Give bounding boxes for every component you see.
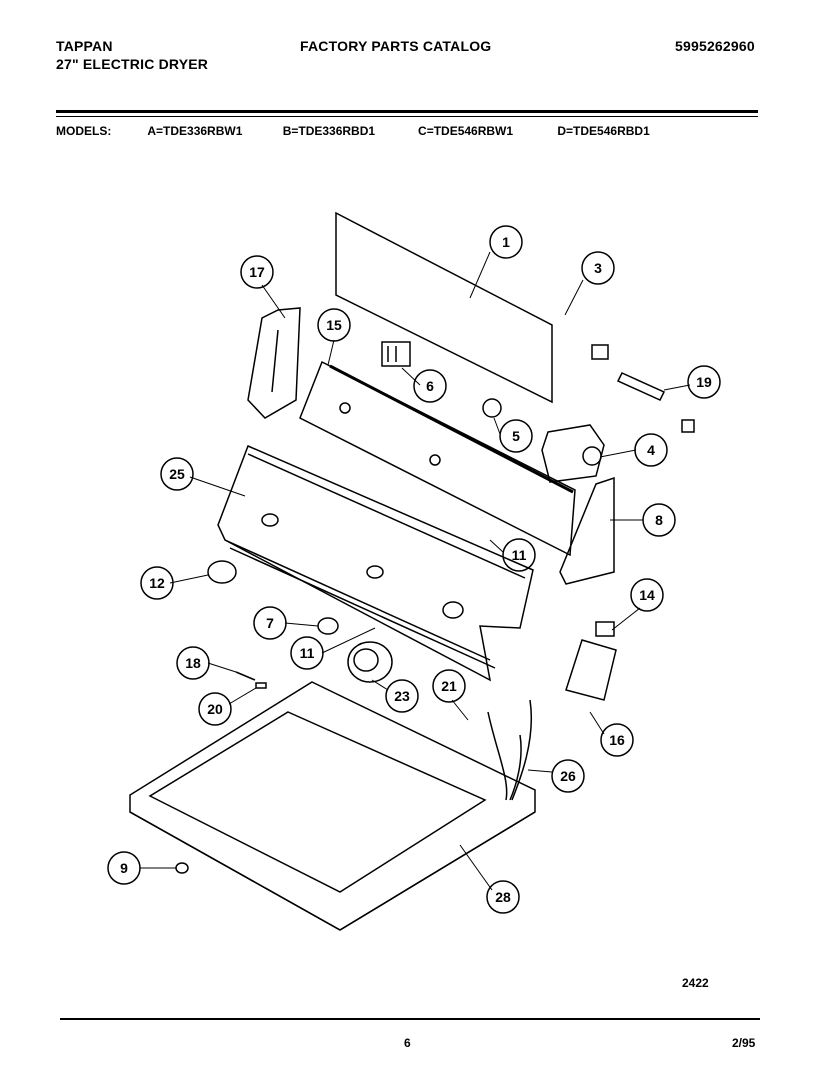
timer-part (541, 424, 605, 483)
callout-20: 20 (207, 701, 223, 717)
control-panel-part (299, 360, 576, 557)
harness-part (487, 711, 508, 801)
leader-lines (140, 251, 691, 891)
model-d: D=TDE546RBD1 (557, 124, 650, 138)
callout-23: 23 (394, 688, 410, 704)
switch-part (381, 341, 411, 367)
header-rule-thin (56, 116, 758, 117)
revision-date: 2/95 (732, 1036, 756, 1050)
product-name: 27" ELECTRIC DRYER (56, 56, 209, 72)
model-c: C=TDE546RBW1 (418, 124, 514, 138)
console-front-part (217, 444, 534, 682)
bracket-part (247, 307, 301, 419)
callout-7: 7 (266, 615, 274, 631)
page-number: 6 (404, 1036, 411, 1050)
knob-part-7 (317, 617, 339, 635)
rod-part (616, 372, 666, 401)
callout-17: 17 (249, 264, 265, 280)
callout-18: 18 (185, 655, 201, 671)
exploded-parts-diagram: 1 3 17 15 6 19 5 4 25 8 11 12 7 11 14 18… (107, 211, 721, 931)
footer-rule (60, 1018, 760, 1020)
rear-panel-part (335, 211, 553, 404)
screw-part-18 (235, 671, 256, 681)
callout-14: 14 (639, 587, 655, 603)
callout-3: 3 (594, 260, 602, 276)
catalog-number: 5995262960 (675, 38, 755, 54)
callout-19: 19 (696, 374, 712, 390)
model-a: A=TDE336RBW1 (147, 124, 243, 138)
top-cover-opening (148, 711, 487, 893)
callout-11-lower: 11 (300, 645, 315, 661)
small-switch-part (482, 398, 502, 418)
models-line: MODELS: A=TDE336RBW1 B=TDE336RBD1 C=TDE5… (56, 124, 650, 138)
model-b: B=TDE336RBD1 (282, 124, 376, 138)
header-rule-thick (56, 110, 758, 113)
figure-number: 2422 (682, 976, 709, 990)
callout-25: 25 (169, 466, 185, 482)
callout-15: 15 (326, 317, 342, 333)
callout-11-upper: 11 (512, 547, 527, 563)
callout-28: 28 (495, 889, 511, 905)
callout-8: 8 (655, 512, 663, 528)
callout-12: 12 (149, 575, 165, 591)
bumper-part (175, 862, 189, 874)
callout-21: 21 (441, 678, 457, 694)
callout-6: 6 (426, 378, 434, 394)
end-plate-part (559, 476, 615, 585)
clip-part-20 (255, 682, 267, 689)
callout-4: 4 (647, 442, 655, 458)
catalog-title: FACTORY PARTS CATALOG (300, 38, 492, 54)
callout-9: 9 (120, 860, 128, 876)
end-cap-part-2 (681, 419, 695, 433)
callout-26: 26 (560, 768, 576, 784)
callout-1: 1 (502, 234, 510, 250)
switch-part-14 (595, 621, 615, 637)
knob-part-23 (347, 641, 393, 683)
end-cap-part (591, 344, 609, 360)
callout-16: 16 (609, 732, 625, 748)
models-label: MODELS: (56, 124, 112, 138)
callout-circles (107, 225, 721, 914)
bracket-part-16 (565, 639, 617, 701)
knob-part-12 (207, 560, 237, 584)
brand-name: TAPPAN (56, 38, 113, 54)
callout-labels: 1 3 17 15 6 19 5 4 25 8 11 12 7 11 14 18… (120, 234, 712, 905)
callout-5: 5 (512, 428, 520, 444)
